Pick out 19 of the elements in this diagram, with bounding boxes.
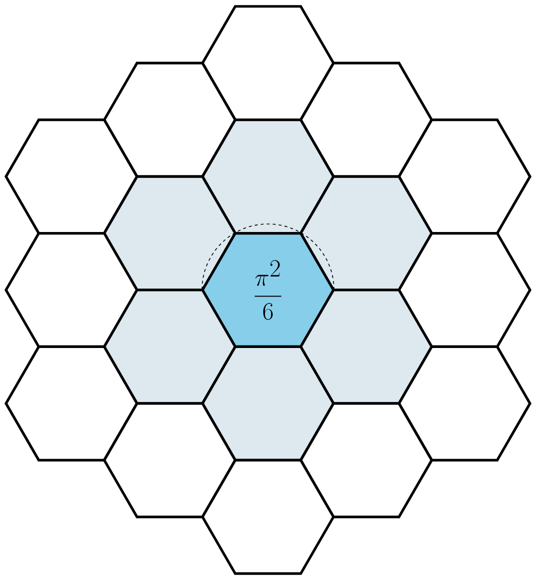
hexagon-cell [201,5,335,122]
hexagon-cell [398,118,532,235]
hexagon-cell [299,402,434,518]
formula-hexagon: $\frac{\pi^2}{6}$ [201,224,335,356]
hexagon-cell [201,118,335,235]
hexagon-cell [299,288,434,405]
hexagon-cell [201,345,335,462]
hexagon-cell [102,62,237,178]
hexagon-cell [102,288,237,405]
hexagon-cell [102,175,237,292]
hexagon-cell [4,118,138,235]
hexagon-cell [398,232,532,348]
hexagon-cell [4,345,138,462]
hexagon-cell [398,345,532,462]
hexagon-cell [201,458,335,575]
hexagon-cell [299,175,434,292]
hexagon-cell [4,232,138,348]
hexagon-cell [102,402,237,518]
hexagon-cell [299,62,434,178]
